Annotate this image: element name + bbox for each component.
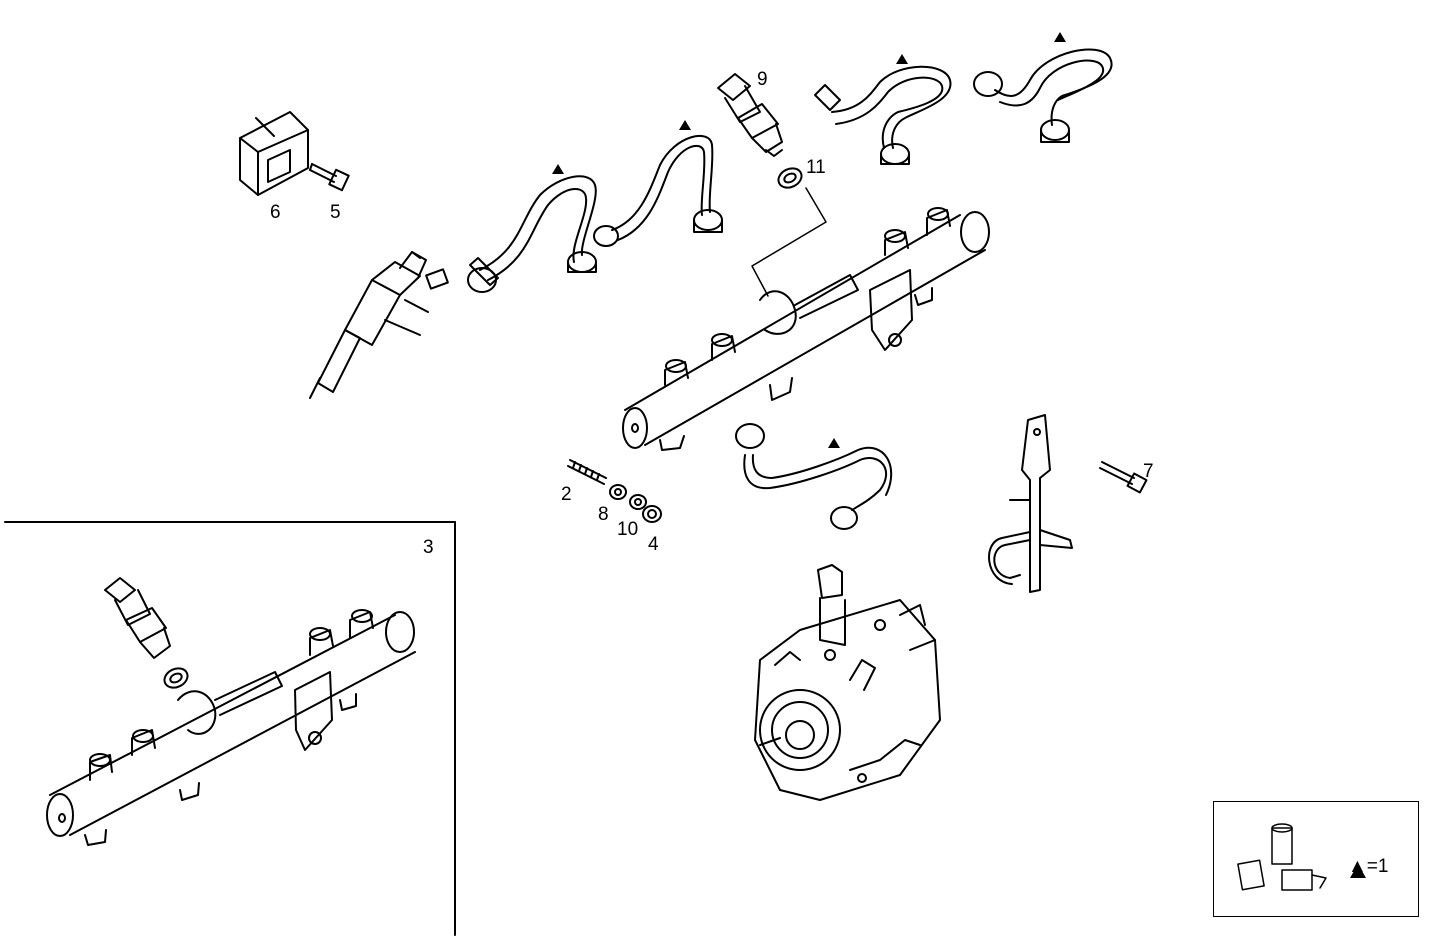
common-rail-detail-part-3 — [46, 577, 416, 846]
callout-9: 9 — [757, 69, 768, 90]
callout-2: 2 — [561, 484, 572, 505]
fuel-pipe-injector — [467, 175, 597, 293]
triangle-markers — [552, 32, 1066, 448]
triangle-marker-icon — [552, 164, 564, 174]
callout-5: 5 — [330, 202, 341, 223]
nut-part-4 — [642, 505, 662, 523]
injector — [309, 251, 449, 399]
fuel-pipe-top-right-a — [814, 65, 952, 165]
fuel-pipe-lower — [735, 423, 893, 530]
triangle-marker-icon — [896, 54, 908, 64]
bracket-part-6 — [239, 111, 309, 196]
callout-10: 10 — [617, 519, 639, 540]
fuel-pipe-middle — [593, 135, 723, 247]
stud-part-2 — [567, 459, 607, 485]
legend-text: ▲=1 — [1348, 856, 1389, 877]
pressure-sensor-part-9 — [717, 73, 783, 157]
washer-part-10 — [629, 494, 647, 510]
callout-7: 7 — [1143, 461, 1154, 482]
triangle-marker-icon — [1054, 32, 1066, 42]
detail-inset-frame — [4, 521, 456, 936]
legend-box — [1213, 801, 1419, 917]
bolt-part-7 — [1099, 461, 1148, 494]
fuel-pipe-top-right-b — [973, 48, 1113, 143]
callout-3: 3 — [423, 537, 434, 558]
callout-6: 6 — [270, 202, 281, 223]
callout-4: 4 — [648, 534, 659, 555]
high-pressure-pump — [754, 564, 941, 801]
common-rail-main — [622, 207, 990, 451]
bracket-part-7 — [988, 414, 1073, 593]
washer-part-8 — [609, 484, 627, 500]
legend-kit-icon — [1237, 823, 1366, 891]
callout-11: 11 — [806, 157, 826, 178]
triangle-marker-icon — [828, 438, 840, 448]
seal-washer-part-11 — [751, 167, 827, 297]
screw-part-5 — [309, 163, 350, 192]
legend-triangle-icon — [1350, 864, 1366, 878]
triangle-marker-icon — [679, 120, 691, 130]
callout-8: 8 — [598, 504, 609, 525]
